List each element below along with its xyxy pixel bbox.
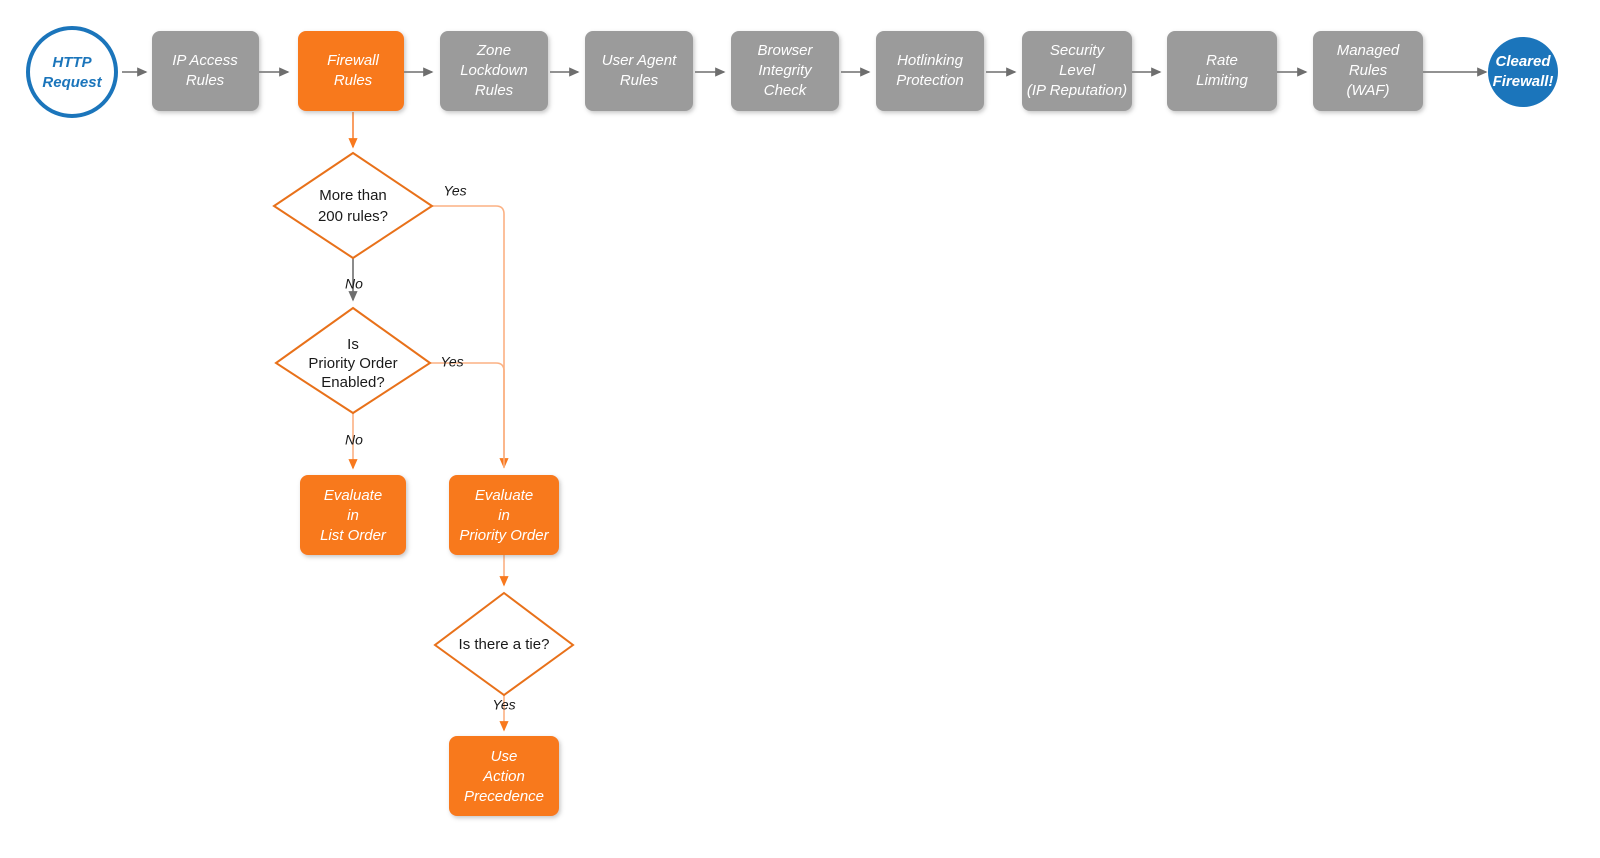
firewall-rules-line1: Firewall (327, 52, 379, 69)
ip-access-rules-line1: IP Access (172, 52, 238, 69)
zone-lockdown-rules-line3: Rules (475, 82, 514, 99)
decision-priority-order-line2: Priority Order (308, 355, 397, 372)
use-action-precedence-line1: Use (491, 748, 518, 765)
ip-access-rules-box (152, 31, 259, 111)
node-use-action-precedence[interactable]: Use Action Precedence (449, 736, 559, 816)
branch-connectors (348, 112, 509, 732)
node-firewall-rules[interactable]: Firewall Rules (298, 31, 404, 111)
browser-integrity-check-line3: Check (764, 82, 808, 99)
decision-more-than-200-line2: 200 rules? (318, 208, 388, 225)
node-browser-integrity-check[interactable]: Browser Integrity Check (731, 31, 839, 111)
hotlinking-protection-box (876, 31, 984, 111)
ip-access-rules-line2: Rules (186, 72, 225, 89)
node-cleared-firewall[interactable]: Cleared Firewall! (1488, 37, 1558, 107)
connector-yespriority-to-priority-order-box (430, 362, 505, 467)
node-decision-priority-order-enabled[interactable]: Is Priority Order Enabled? (274, 306, 432, 415)
zone-lockdown-rules-box (440, 31, 548, 111)
node-hotlinking-protection[interactable]: Hotlinking Protection (876, 31, 984, 111)
evaluate-priority-order-box (449, 475, 559, 555)
user-agent-rules-box (585, 31, 693, 111)
decision-tie-line1: Is there a tie? (459, 636, 550, 653)
edge-label-no-priority-order: No (345, 432, 363, 448)
cleared-firewall-label-line2: Firewall! (1493, 73, 1554, 90)
decision-more-than-200-line1: More than (319, 187, 387, 204)
evaluate-priority-order-line1: Evaluate (475, 487, 533, 504)
node-decision-is-there-a-tie[interactable]: Is there a tie? (433, 591, 575, 697)
managed-rules-waf-line2: Rules (1349, 62, 1388, 79)
evaluate-list-order-line2: in (347, 507, 359, 524)
decision-priority-order-diamond (274, 306, 432, 415)
browser-integrity-check-box (731, 31, 839, 111)
cleared-firewall-circle (1488, 37, 1558, 107)
connector-yes200-to-priority-order-box (432, 205, 509, 469)
security-level-box (1022, 31, 1132, 111)
node-evaluate-in-priority-order[interactable]: Evaluate in Priority Order (449, 475, 559, 555)
evaluate-list-order-box (300, 475, 406, 555)
evaluate-priority-order-line3: Priority Order (459, 527, 549, 544)
http-request-label-line1: HTTP (52, 54, 92, 71)
edge-label-yes-priority-order: Yes (440, 354, 463, 370)
edge-label-yes-more-than-200: Yes (443, 183, 466, 199)
node-decision-more-than-200-rules[interactable]: More than 200 rules? (272, 151, 434, 260)
user-agent-rules-line2: Rules (620, 72, 659, 89)
managed-rules-waf-line3: (WAF) (1346, 82, 1389, 99)
node-user-agent-rules[interactable]: User Agent Rules (585, 31, 693, 111)
edge-labels: Yes No Yes No Yes (345, 183, 516, 713)
security-level-line1: Security (1050, 42, 1106, 59)
node-rate-limiting[interactable]: Rate Limiting (1167, 31, 1277, 111)
http-request-label-line2: Request (42, 74, 102, 91)
use-action-precedence-box (449, 736, 559, 816)
firewall-rules-box (298, 31, 404, 111)
zone-lockdown-rules-line2: Lockdown (460, 62, 528, 79)
zone-lockdown-rules-line1: Zone (476, 42, 511, 59)
hotlinking-protection-line2: Protection (896, 72, 964, 89)
evaluate-list-order-line3: List Order (320, 527, 387, 544)
decision-tie-diamond (433, 591, 575, 697)
rate-limiting-line1: Rate (1206, 52, 1238, 69)
edge-label-no-more-than-200: No (345, 276, 363, 292)
use-action-precedence-line3: Precedence (464, 788, 544, 805)
cleared-firewall-label-line1: Cleared (1495, 53, 1551, 70)
node-managed-rules-waf[interactable]: Managed Rules (WAF) (1313, 31, 1423, 111)
evaluate-priority-order-line2: in (498, 507, 510, 524)
rate-limiting-box (1167, 31, 1277, 111)
use-action-precedence-line2: Action (482, 768, 525, 785)
http-request-circle (26, 26, 118, 118)
node-zone-lockdown-rules[interactable]: Zone Lockdown Rules (440, 31, 548, 111)
security-level-line2: Level (1059, 62, 1096, 79)
user-agent-rules-line1: User Agent (602, 52, 677, 69)
node-evaluate-in-list-order[interactable]: Evaluate in List Order (300, 475, 406, 555)
browser-integrity-check-line1: Browser (757, 42, 813, 59)
edge-label-yes-tie: Yes (492, 697, 515, 713)
node-ip-access-rules[interactable]: IP Access Rules (152, 31, 259, 111)
firewall-rules-line2: Rules (334, 72, 373, 89)
node-http-request[interactable]: HTTP Request (26, 26, 118, 118)
browser-integrity-check-line2: Integrity (758, 62, 813, 79)
decision-more-than-200-diamond (272, 151, 434, 260)
evaluate-list-order-line1: Evaluate (324, 487, 382, 504)
security-level-line3: (IP Reputation) (1027, 82, 1127, 99)
node-security-level[interactable]: Security Level (IP Reputation) (1022, 31, 1132, 111)
hotlinking-protection-line1: Hotlinking (897, 52, 964, 69)
managed-rules-waf-line1: Managed (1337, 42, 1400, 59)
managed-rules-waf-box (1313, 31, 1423, 111)
decision-priority-order-line1: Is (347, 336, 359, 353)
rate-limiting-line2: Limiting (1196, 72, 1248, 89)
decision-priority-order-line3: Enabled? (321, 374, 384, 391)
